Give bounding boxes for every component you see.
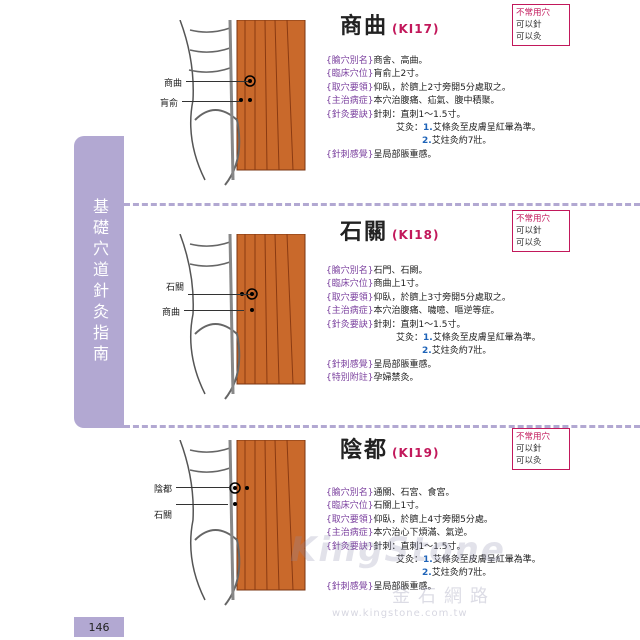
info-row: {針灸要訣}針刺：直刺1～1.5寸。 (326, 319, 466, 330)
acupoint-name: 陰都 (340, 437, 389, 463)
moxa-row: 2.艾炷灸約7壯。 (422, 568, 492, 579)
info-row: {腧穴別名}商舍、高曲。 (326, 56, 428, 66)
info-row: {腧穴別名}通關、石宮、食宮。 (326, 488, 455, 498)
moxa-row: 2.艾炷灸約7壯。 (422, 346, 492, 357)
info-row: {針刺感覺}呈局部脹重感。 (326, 581, 437, 592)
usage-notice: 不常用穴 可以針 可以灸 (512, 210, 570, 252)
leader-line (176, 487, 230, 488)
acupoint-code: (KI17) (392, 22, 440, 36)
acupoint-label: 石關 (166, 283, 185, 293)
page-number: 146 (74, 617, 124, 637)
notice-heading: 不常用穴 (516, 8, 551, 18)
info-row: {取穴要領}仰臥，於臍上4寸旁開5分處。 (326, 514, 493, 525)
info-row: {取穴要領}仰臥，於臍上3寸旁開5分處取之。 (326, 292, 511, 303)
anatomy-illustration (179, 234, 306, 400)
section-divider (124, 425, 640, 428)
section-divider (124, 203, 640, 206)
watermark-brand: KingStone (290, 530, 506, 570)
acupoint-title: 商曲(KI17) (340, 8, 439, 40)
leader-line (186, 81, 248, 82)
acupoint-name: 商曲 (340, 13, 389, 39)
notice-line: 可以針 (516, 20, 542, 30)
moxa-row: 2.艾炷灸約7壯。 (422, 136, 492, 147)
usage-notice: 不常用穴 可以針 可以灸 (512, 428, 570, 470)
leader-line (188, 294, 250, 295)
info-row: {臨床穴位}石關上1寸。 (326, 501, 425, 512)
notice-line: 可以灸 (516, 456, 542, 466)
anatomy-figure (175, 440, 310, 610)
info-row: {特別附註}孕婦禁灸。 (326, 373, 419, 384)
leader-line (184, 310, 244, 311)
acupoint-label: 陰都 (154, 485, 173, 495)
acupoint-code: (KI19) (392, 446, 440, 460)
acupoint-label: 商曲 (162, 308, 181, 318)
side-tab: 基礎穴道針灸指南 (74, 136, 124, 428)
moxa-row: 艾灸：1.艾條灸至皮膚呈紅暈為準。 (396, 555, 541, 566)
leader-line (176, 504, 228, 505)
anatomy-illustration (179, 20, 306, 186)
acupoint-name: 石關 (340, 219, 389, 245)
anatomy-figure (175, 20, 310, 190)
info-row: {針刺感覺}呈局部脹重感。 (326, 359, 437, 370)
info-row: {針刺感覺}呈局部脹重感。 (326, 149, 437, 160)
watermark-url: www.kingstone.com.tw (332, 608, 468, 619)
info-row: {主治病症}本穴治心下煩滿、氣逆。 (326, 528, 473, 539)
watermark-cn: 金石網路 (392, 586, 496, 607)
moxa-row: 艾灸：1.艾條灸至皮膚呈紅暈為準。 (396, 333, 541, 344)
info-row: {腧穴別名}石門、石闕。 (326, 266, 428, 276)
notice-heading: 不常用穴 (516, 214, 551, 224)
acupoint-info: {腧穴別名}通關、石宮、食宮。 {臨床穴位}石關上1寸。 {取穴要領}仰臥，於臍… (326, 487, 541, 594)
acupoint-info: {腧穴別名}石門、石闕。 {臨床穴位}商曲上1寸。 {取穴要領}仰臥，於臍上3寸… (326, 265, 541, 386)
anatomy-figure (175, 234, 310, 404)
notice-heading: 不常用穴 (516, 432, 551, 442)
notice-line: 可以灸 (516, 32, 542, 42)
notice-line: 可以針 (516, 226, 542, 236)
info-row: {主治病症}本穴治腹痛、疝氣、腹中積聚。 (326, 96, 500, 107)
notice-line: 可以灸 (516, 238, 542, 248)
usage-notice: 不常用穴 可以針 可以灸 (512, 4, 570, 46)
acupoint-info: {腧穴別名}商舍、高曲。 {臨床穴位}肓俞上2寸。 {取穴要領}仰臥，於臍上2寸… (326, 55, 541, 162)
info-row: {主治病症}本穴治腹痛、噦噫、嘔逆等症。 (326, 306, 500, 317)
info-row: {臨床穴位}肓俞上2寸。 (326, 69, 425, 80)
leader-line (182, 101, 240, 102)
info-row: {臨床穴位}商曲上1寸。 (326, 279, 425, 290)
moxa-row: 艾灸：1.艾條灸至皮膚呈紅暈為準。 (396, 123, 541, 134)
notice-line: 可以針 (516, 444, 542, 454)
acupoint-label: 石關 (154, 511, 173, 521)
acupoint-label: 商曲 (164, 79, 183, 89)
acupoint-label: 肓俞 (160, 99, 179, 109)
acupoint-title: 石關(KI18) (340, 214, 439, 246)
acupoint-title: 陰都(KI19) (340, 432, 439, 464)
acupoint-code: (KI18) (392, 228, 440, 242)
side-tab-text: 基礎穴道針灸指南 (90, 198, 109, 366)
anatomy-illustration (179, 440, 306, 606)
info-row: {取穴要領}仰臥，於臍上2寸旁開5分處取之。 (326, 82, 511, 93)
info-row: {針灸要訣}針刺：直刺1～1.5寸。 (326, 109, 466, 120)
info-row: {針灸要訣}針刺：直刺1～1.5寸。 (326, 541, 466, 552)
